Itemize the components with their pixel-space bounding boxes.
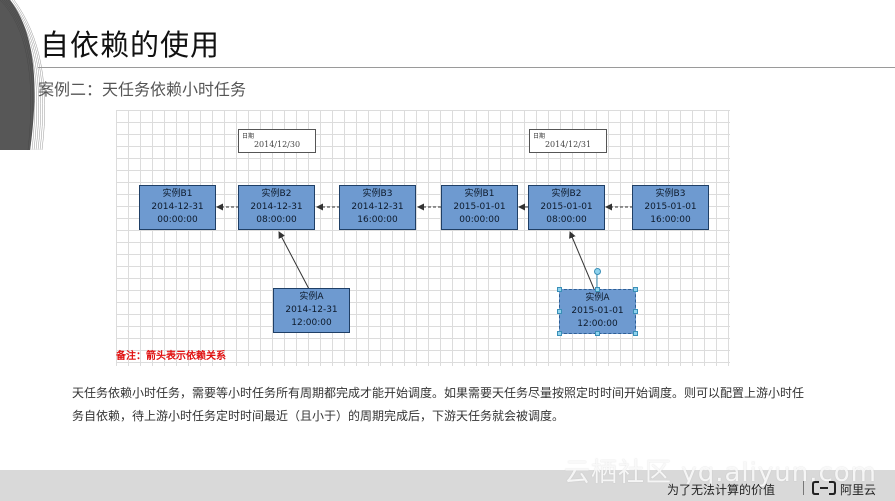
resize-handle-e[interactable]: [633, 309, 638, 314]
node-b1-2015: 实例B1 2015-01-01 00:00:00: [441, 185, 518, 230]
slide-title: 自依赖的使用: [40, 28, 221, 62]
date-box-2: 日期 2014/12/31: [529, 129, 607, 153]
resize-handle-nw[interactable]: [557, 287, 562, 292]
footer-bar: [0, 470, 895, 501]
footer-slogan: 为了无法计算的价值: [667, 483, 776, 497]
diagram-note: 备注：箭头表示依赖关系: [116, 351, 226, 362]
date-box-label: 日期: [533, 133, 546, 140]
title-divider: [38, 67, 895, 68]
node-b1-2014: 实例B1 2014-12-31 00:00:00: [139, 185, 216, 230]
footer-separator: [803, 481, 804, 495]
date-box-value: 2014/12/30: [253, 140, 301, 149]
slide-subtitle: 案例二：天任务依赖小时任务: [38, 80, 247, 99]
aliyun-logo-icon: [812, 481, 836, 495]
node-b2-2015: 实例B2 2015-01-01 08:00:00: [528, 185, 605, 230]
resize-handle-sw[interactable]: [557, 331, 562, 336]
resize-handle-s[interactable]: [595, 331, 600, 336]
description-text: 天任务依赖小时任务，需要等小时任务所有周期都完成才能开始调度。如果需要天任务尽量…: [72, 386, 805, 423]
resize-handle-n[interactable]: [595, 287, 600, 292]
node-b3-2014: 实例B3 2014-12-31 16:00:00: [339, 185, 416, 230]
node-b3-2015: 实例B3 2015-01-01 16:00:00: [632, 185, 709, 230]
dependency-diagram: [116, 110, 730, 366]
date-box-label: 日期: [242, 133, 255, 140]
resize-handle-se[interactable]: [633, 331, 638, 336]
node-a-2015-selected[interactable]: 实例A 2015-01-01 12:00:00: [559, 289, 636, 334]
resize-handle-ne[interactable]: [633, 287, 638, 292]
watermark: 云栖社区 yq.aliyun.com: [564, 458, 877, 488]
footer-logo-text: 阿里云: [840, 483, 877, 497]
date-box-1: 日期 2014/12/30: [238, 129, 316, 153]
resize-handle-w[interactable]: [557, 309, 562, 314]
date-box-value: 2014/12/31: [544, 140, 592, 149]
node-b2-2014: 实例B2 2014-12-31 08:00:00: [238, 185, 315, 230]
rotate-handle[interactable]: [594, 268, 601, 275]
node-a-2014: 实例A 2014-12-31 12:00:00: [273, 288, 350, 333]
corner-swoosh-decoration: [0, 0, 46, 150]
